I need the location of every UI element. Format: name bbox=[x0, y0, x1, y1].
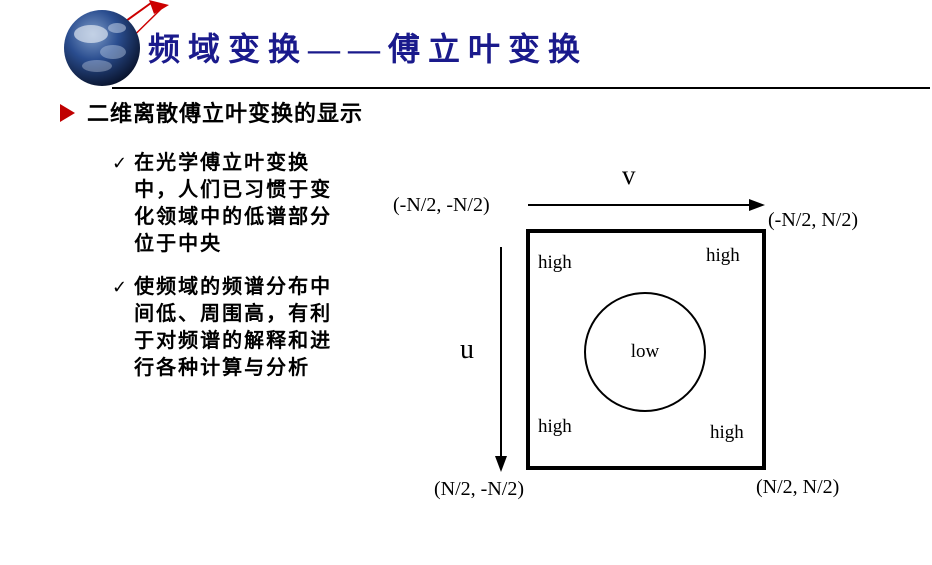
section-heading-text: 二维离散傅立叶变换的显示 bbox=[87, 101, 364, 126]
check-icon: ✓ bbox=[112, 153, 128, 174]
corner-coordinate-top-right: (-N/2, N/2) bbox=[768, 209, 858, 231]
corner-coordinate-bottom-left: (N/2, -N/2) bbox=[434, 478, 524, 500]
arrow-right-bullet-icon bbox=[60, 104, 75, 122]
region-label-high-top-right: high bbox=[706, 245, 740, 266]
arrow-down-icon bbox=[495, 247, 507, 472]
corner-coordinate-top-left: (-N/2, -N/2) bbox=[393, 194, 490, 216]
list-item: ✓ 在光学傅立叶变换中，人们已习惯于变化领域中的低谱部分位于中央 bbox=[112, 150, 376, 258]
region-label-low-center: low bbox=[630, 341, 660, 362]
corner-coordinate-bottom-right: (N/2, N/2) bbox=[756, 476, 840, 498]
region-label-high-bottom-right: high bbox=[710, 422, 744, 443]
region-label-high-top-left: high bbox=[538, 252, 572, 273]
low-frequency-circle: low bbox=[584, 292, 706, 412]
v-axis-label: v bbox=[622, 160, 636, 190]
list-item: ✓ 使频域的频谱分布中间低、周围高，有利于对频谱的解释和进行各种计算与分析 bbox=[112, 274, 376, 382]
earth-globe-icon bbox=[64, 0, 169, 86]
earth-logo bbox=[55, 0, 173, 90]
check-icon: ✓ bbox=[112, 277, 128, 298]
list-item-text: 在光学傅立叶变换中，人们已习惯于变化领域中的低谱部分位于中央 bbox=[134, 152, 333, 255]
list-item-text: 使频域的频谱分布中间低、周围高，有利于对频谱的解释和进行各种计算与分析 bbox=[134, 276, 333, 379]
bullet-list: ✓ 在光学傅立叶变换中，人们已习惯于变化领域中的低谱部分位于中央 ✓ 使频域的频… bbox=[112, 150, 376, 382]
u-axis-label: u bbox=[460, 334, 474, 365]
section-heading: 二维离散傅立叶变换的显示 bbox=[60, 96, 363, 128]
arrow-right-icon bbox=[528, 199, 765, 211]
title-underline bbox=[112, 87, 930, 89]
region-label-high-bottom-left: high bbox=[538, 416, 572, 437]
spectrum-box bbox=[526, 229, 766, 470]
slide-title: 频域变换——傅立叶变换 bbox=[148, 31, 589, 67]
